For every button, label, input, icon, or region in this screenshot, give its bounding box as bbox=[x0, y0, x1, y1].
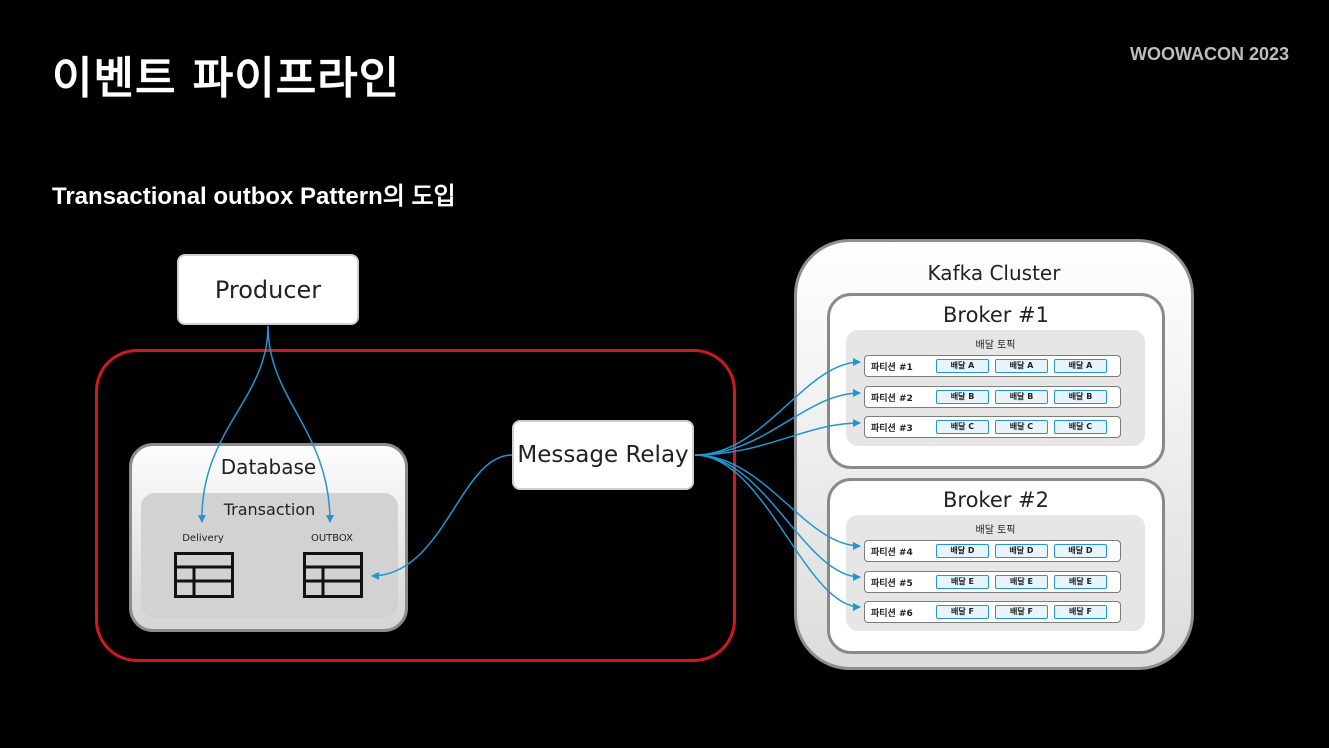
topic-label: 배달 토픽 bbox=[975, 525, 1016, 536]
partition-row: 파티션 #1 배달 A 배달 A 배달 A bbox=[864, 355, 1121, 377]
partition-row: 파티션 #6 배달 F 배달 F 배달 F bbox=[864, 601, 1121, 623]
database-node: Database Transaction Delivery OUTBOX bbox=[129, 443, 408, 632]
producer-label: Producer bbox=[214, 275, 322, 304]
partition-label: 파티션 #3 bbox=[871, 424, 913, 434]
message-relay-node: Message Relay bbox=[512, 420, 694, 490]
message-chip: 배달 D bbox=[936, 544, 989, 558]
message-chip: 배달 E bbox=[1054, 575, 1107, 589]
partition-row: 파티션 #5 배달 E 배달 E 배달 E bbox=[864, 571, 1121, 593]
message-chip: 배달 A bbox=[1054, 359, 1107, 373]
topic-label: 배달 토픽 bbox=[975, 340, 1016, 351]
message-chip: 배달 C bbox=[995, 420, 1048, 434]
outbox-table-icon bbox=[303, 552, 363, 598]
message-chip: 배달 A bbox=[995, 359, 1048, 373]
message-chip: 배달 C bbox=[1054, 420, 1107, 434]
message-relay-label: Message Relay bbox=[517, 442, 689, 468]
broker-label: Broker #2 bbox=[942, 488, 1050, 512]
outbox-table-label: OUTBOX bbox=[310, 533, 354, 544]
message-chip: 배달 F bbox=[995, 605, 1048, 619]
message-chip: 배달 D bbox=[995, 544, 1048, 558]
message-chip: 배달 B bbox=[995, 390, 1048, 404]
partition-row: 파티션 #2 배달 B 배달 B 배달 B bbox=[864, 386, 1121, 408]
message-chip: 배달 B bbox=[936, 390, 989, 404]
message-chip: 배달 E bbox=[936, 575, 989, 589]
message-chip: 배달 A bbox=[936, 359, 989, 373]
kafka-cluster-label: Kafka Cluster bbox=[927, 261, 1061, 285]
message-chip: 배달 C bbox=[936, 420, 989, 434]
broker-label: Broker #1 bbox=[942, 303, 1050, 327]
partition-label: 파티션 #6 bbox=[871, 609, 913, 619]
page-title: 이벤트 파이프라인 bbox=[52, 53, 401, 104]
message-chip: 배달 B bbox=[1054, 390, 1107, 404]
message-chip: 배달 F bbox=[1054, 605, 1107, 619]
producer-node: Producer bbox=[177, 254, 359, 325]
delivery-table-label: Delivery bbox=[182, 533, 224, 544]
message-chip: 배달 F bbox=[936, 605, 989, 619]
partition-row: 파티션 #4 배달 D 배달 D 배달 D bbox=[864, 540, 1121, 562]
partition-label: 파티션 #4 bbox=[871, 548, 913, 558]
message-chip: 배달 D bbox=[1054, 544, 1107, 558]
transaction-label: Transaction bbox=[223, 500, 316, 519]
partition-label: 파티션 #2 bbox=[871, 394, 913, 404]
message-chip: 배달 E bbox=[995, 575, 1048, 589]
partition-row: 파티션 #3 배달 C 배달 C 배달 C bbox=[864, 416, 1121, 438]
transaction-box: Transaction Delivery OUTBOX bbox=[141, 493, 398, 618]
partition-label: 파티션 #1 bbox=[871, 363, 913, 373]
brand-logo: WOOWACON 2023 bbox=[1129, 44, 1289, 64]
page-subtitle: Transactional outbox Pattern의 도입 bbox=[52, 183, 456, 210]
database-label: Database bbox=[220, 455, 317, 479]
delivery-table-icon bbox=[174, 552, 234, 598]
partition-label: 파티션 #5 bbox=[871, 579, 913, 589]
